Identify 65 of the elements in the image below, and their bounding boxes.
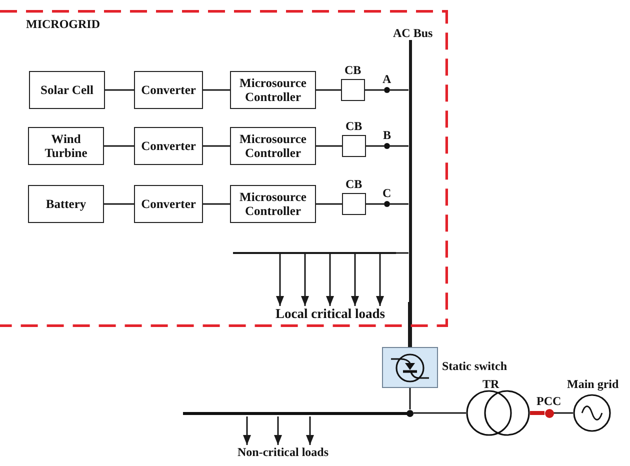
transformer-symbol — [466, 390, 530, 436]
wire — [530, 411, 544, 415]
component-box: Wind Turbine — [28, 127, 104, 165]
component-box: Converter — [134, 127, 203, 165]
arrow — [276, 254, 284, 306]
circuit-breaker — [341, 79, 365, 101]
breaker-label: CB — [346, 177, 362, 191]
circuit-breaker — [342, 135, 366, 157]
component-box: Battery — [28, 185, 104, 223]
component-box: Converter — [134, 71, 203, 109]
wire — [409, 388, 411, 410]
wire — [316, 203, 342, 205]
transformer-label: TR — [482, 377, 500, 391]
wire — [365, 89, 384, 91]
point-label: C — [382, 186, 392, 200]
component-box: Converter — [134, 185, 203, 223]
ac-source-symbol — [573, 394, 611, 432]
dashed-boundary — [0, 10, 448, 327]
wire — [203, 203, 230, 205]
connection-dot-icon — [544, 408, 554, 418]
wire — [390, 89, 408, 91]
source-label: Main grid — [567, 377, 619, 391]
group-title: MICROGRID — [26, 17, 100, 31]
bus-bar — [183, 410, 414, 416]
arrow — [274, 416, 282, 445]
wire — [105, 89, 134, 91]
wire — [366, 203, 384, 205]
wire — [390, 145, 408, 147]
wire — [104, 203, 134, 205]
junction-dot-icon — [384, 87, 390, 93]
breaker-label: CB — [344, 63, 362, 77]
arrow — [306, 416, 314, 445]
junction-dot-icon — [384, 201, 390, 207]
component-box: Solar Cell — [29, 71, 105, 109]
arrow — [376, 254, 384, 306]
wire — [203, 89, 230, 91]
static-switch — [382, 347, 438, 388]
point-label: B — [383, 128, 392, 142]
wire — [203, 145, 230, 147]
component-box: Microsource Controller — [230, 185, 316, 223]
wire — [396, 252, 408, 254]
point-label: PCC — [536, 394, 562, 408]
component-box: Microsource Controller — [230, 127, 316, 165]
switch-label: Static switch — [442, 359, 507, 373]
wire — [408, 302, 412, 347]
wire — [366, 145, 384, 147]
wire — [104, 145, 134, 147]
junction-dot-icon — [384, 143, 390, 149]
wire — [316, 145, 342, 147]
bus-label: AC Bus — [393, 26, 433, 40]
breaker-label: CB — [346, 119, 362, 133]
component-box: Microsource Controller — [230, 71, 316, 109]
loads-label: Non-critical loads — [238, 445, 328, 459]
wire — [390, 203, 408, 205]
arrow — [351, 254, 359, 306]
wire — [316, 89, 341, 91]
wire — [554, 412, 573, 414]
bus-bar — [408, 40, 412, 302]
arrow — [301, 254, 309, 306]
arrow — [326, 254, 334, 306]
loads-label: Local critical loads — [276, 306, 385, 322]
wire — [414, 412, 466, 414]
arrow — [243, 416, 251, 445]
circuit-breaker — [342, 193, 366, 215]
point-label: A — [382, 72, 392, 86]
